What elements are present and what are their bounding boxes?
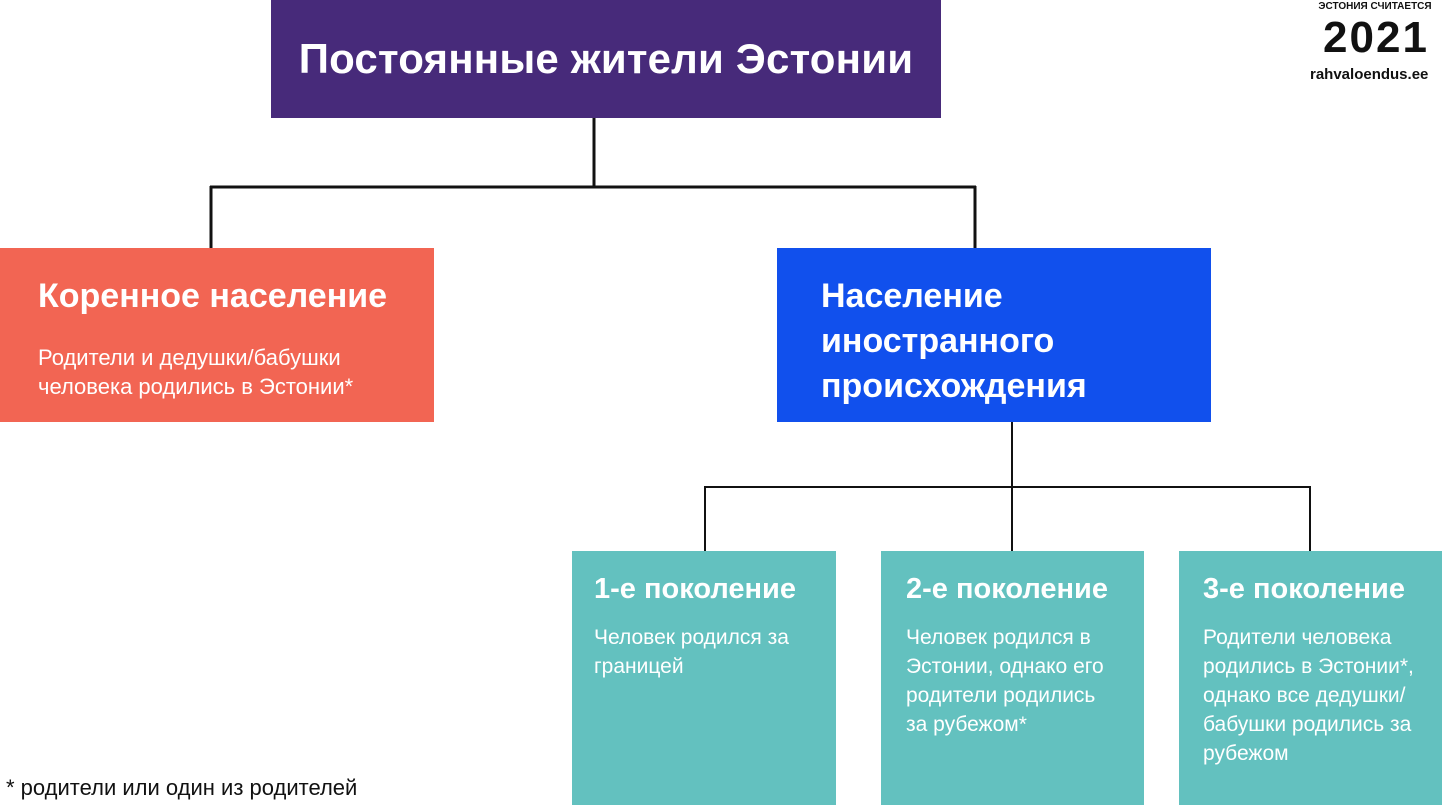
census-logo[interactable]: ЭСТОНИЯ СЧИТАЕТСЯ 2021 rahvaloendus.ee: [1308, 0, 1442, 84]
generation-2-title: 2-е поколение: [906, 573, 1108, 605]
native-population-node: Коренное население Родители и дедушки/ба…: [0, 248, 434, 422]
foreign-title-line-1: Население: [821, 277, 1003, 315]
logo-top-text: ЭСТОНИЯ СЧИТАЕТСЯ: [1318, 1, 1432, 12]
generation-3-title: 3-е поколение: [1203, 573, 1405, 605]
foreign-origin-node: Население иностранного происхождения: [777, 248, 1211, 422]
logo-url: rahvaloendus.ee: [1310, 66, 1429, 83]
root-title: Постоянные жители Эстонии: [298, 35, 914, 82]
generation-2-description: Человек родился в Эстонии, однако его ро…: [906, 626, 1104, 736]
generation-1-description: Человек родился за границей: [594, 626, 789, 678]
native-title: Коренное население: [38, 277, 388, 315]
generation-1-title: 1-е поколение: [594, 573, 796, 605]
foreign-title-line-2: иностранного: [821, 322, 1055, 360]
root-node: Постоянные жители Эстонии: [271, 0, 941, 118]
foreign-title-line-3: происхождения: [821, 367, 1087, 405]
generation-1-node: 1-е поколение Человек родился за границе…: [572, 551, 836, 805]
generation-3-node: 3-е поколение Родители человека родились…: [1179, 551, 1442, 805]
logo-year: 2021: [1323, 13, 1429, 62]
generation-3-description: Родители человека родились в Эстонии*, о…: [1203, 626, 1414, 765]
native-description: Родители и дедушки/бабушки человека роди…: [38, 345, 354, 399]
footnote: * родители или один из родителей: [6, 775, 358, 800]
generation-2-node: 2-е поколение Человек родился в Эстонии,…: [881, 551, 1144, 805]
